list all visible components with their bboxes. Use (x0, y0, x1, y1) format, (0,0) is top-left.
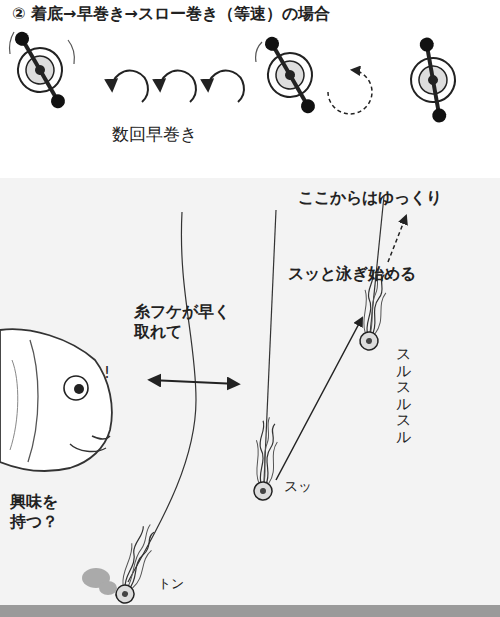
exclamation-mark: ! (104, 364, 110, 383)
sound-effect: トン (158, 576, 184, 592)
sound-effect: スルスルスル (396, 346, 411, 445)
title: ② 着底→早巻き→スロー巻き（等速）の場合 (12, 4, 330, 24)
note-label: 興味を 持つ？ (10, 492, 68, 532)
caption-label: 数回早巻き (112, 124, 197, 145)
note-label: スッと泳ぎ始める (288, 264, 416, 284)
sound-effect: スッ (284, 478, 312, 496)
note-label: ここからはゆっくり (298, 188, 442, 208)
note-label: 糸フケが早く 取れて (134, 302, 238, 342)
